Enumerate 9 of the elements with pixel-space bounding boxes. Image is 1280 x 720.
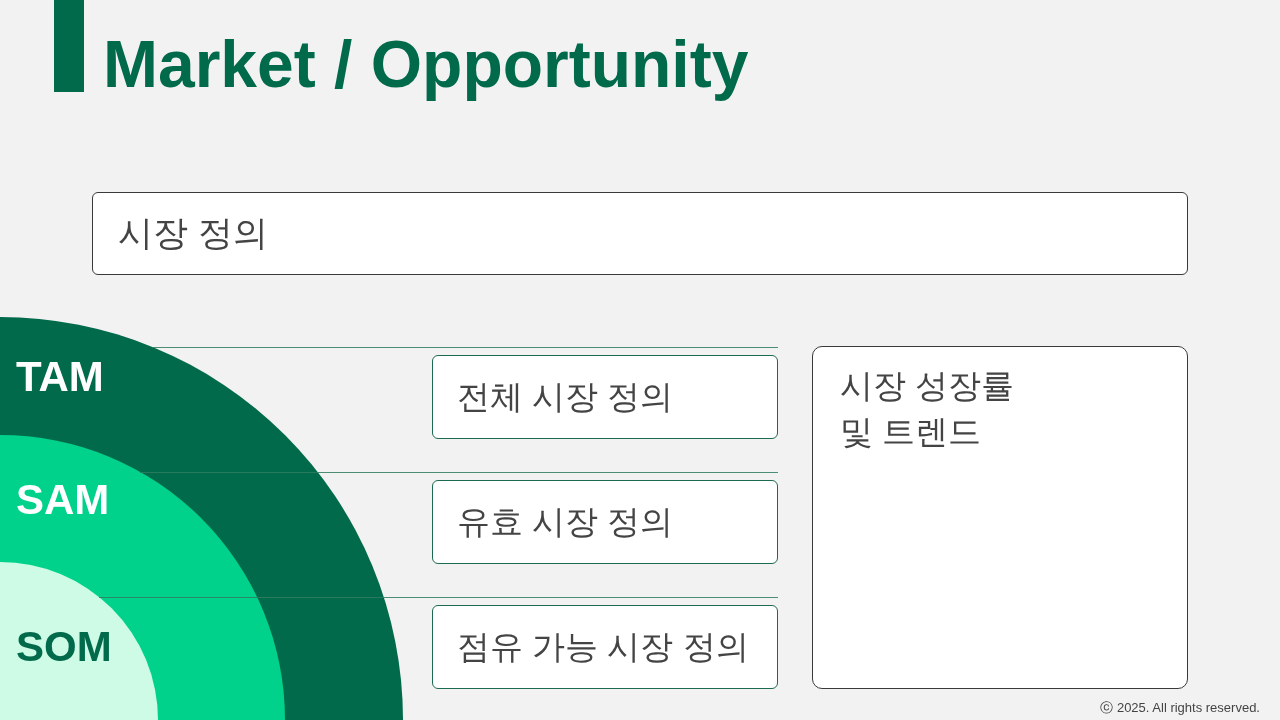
text-box: 유효 시장 정의 — [432, 480, 778, 564]
ring-label: SOM — [16, 626, 112, 668]
text-box: 시장 성장률 및 트렌드 — [812, 346, 1188, 689]
ring-label: SAM — [16, 479, 110, 521]
text-box: 점유 가능 시장 정의 — [432, 605, 778, 689]
text-box: 시장 정의 — [92, 192, 1188, 275]
text-box: 전체 시장 정의 — [432, 355, 778, 439]
ring-label: TAM — [16, 356, 104, 398]
copyright-text: ⓒ 2025. All rights reserved. — [1100, 700, 1260, 716]
